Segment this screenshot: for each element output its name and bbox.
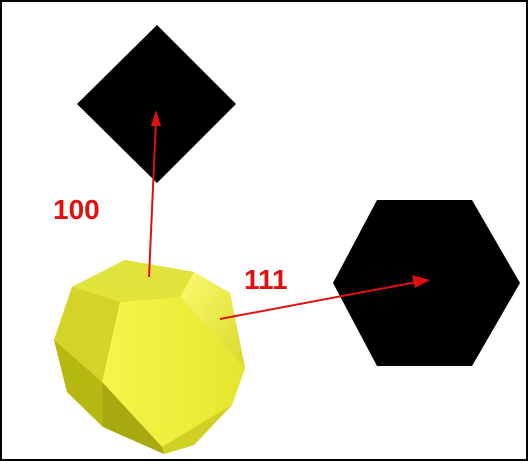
- projection-111-hexagon: [333, 200, 520, 366]
- arrow-111: [219, 275, 430, 320]
- crystal-face-top: [72, 260, 194, 302]
- truncated-octahedron-crystal: [54, 260, 245, 454]
- crystal-face-lower-right: [162, 405, 232, 454]
- arrow-100: [148, 110, 161, 278]
- projection-100-square: [77, 25, 236, 183]
- crystal-face-front: [102, 297, 245, 447]
- label-100: 100: [53, 194, 100, 225]
- label-111: 111: [244, 264, 288, 295]
- crystal-face-bottom: [102, 382, 164, 454]
- crystal-face-left-lower: [54, 340, 103, 427]
- crystal-face-left-upper: [54, 287, 120, 382]
- crystal-face-right: [180, 272, 245, 368]
